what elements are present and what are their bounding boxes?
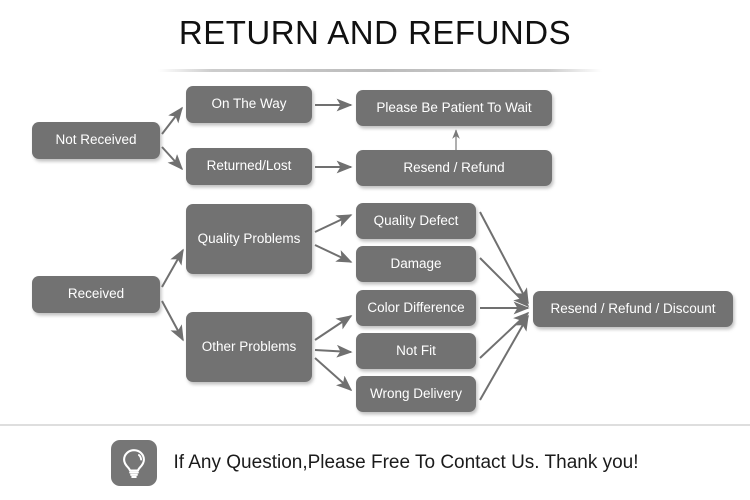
edge-quality-defect-to-final [479, 211, 529, 305]
title-divider [158, 69, 602, 72]
node-received[interactable]: Received [32, 276, 160, 313]
node-resend-refund[interactable]: Resend / Refund [356, 150, 552, 186]
node-not-received[interactable]: Not Received [32, 122, 160, 159]
node-color-difference[interactable]: Color Difference [356, 290, 476, 326]
node-resend-refund-discount[interactable]: Resend / Refund / Discount [533, 291, 733, 327]
node-damage[interactable]: Damage [356, 246, 476, 282]
flowchart: Not Received Received On The Way Returne… [32, 86, 733, 412]
edge-damage-to-final [479, 257, 530, 308]
node-wrong-delivery[interactable]: Wrong Delivery [356, 376, 476, 412]
edge-quality-problems-to-damage [314, 244, 353, 263]
node-quality-defect[interactable]: Quality Defect [356, 203, 476, 239]
edge-not-received-to-returned-lost [161, 146, 184, 171]
edge-not-fit-to-final [479, 311, 530, 359]
footer-divider [0, 424, 750, 426]
edge-received-to-quality-problems [161, 248, 184, 288]
node-other-problems[interactable]: Other Problems [186, 312, 312, 382]
page-title: RETURN AND REFUNDS [178, 14, 572, 51]
edge-other-problems-to-not-fit [314, 344, 353, 358]
node-returned-lost[interactable]: Returned/Lost [186, 148, 312, 185]
footer-message: If Any Question,Please Free To Contact U… [173, 452, 639, 473]
edge-not-received-to-on-the-way [161, 106, 183, 135]
edge-quality-problems-to-quality-defect [314, 214, 353, 233]
node-please-be-patient-to-wait[interactable]: Please Be Patient To Wait [356, 90, 552, 126]
node-on-the-way[interactable]: On The Way [186, 86, 312, 123]
flowchart-arrow-layer [161, 98, 530, 401]
node-quality-problems[interactable]: Quality Problems [186, 204, 312, 274]
edge-received-to-other-problems [161, 300, 184, 342]
edge-other-problems-to-wrong-delivery [314, 357, 353, 392]
edge-wrong-delivery-to-final [479, 314, 529, 401]
footer: If Any Question,Please Free To Contact U… [0, 426, 750, 500]
lightbulb-glyph [123, 449, 146, 478]
node-not-fit[interactable]: Not Fit [356, 333, 476, 369]
edge-other-problems-to-color-difference [314, 315, 353, 341]
lightbulb-icon [111, 440, 158, 486]
